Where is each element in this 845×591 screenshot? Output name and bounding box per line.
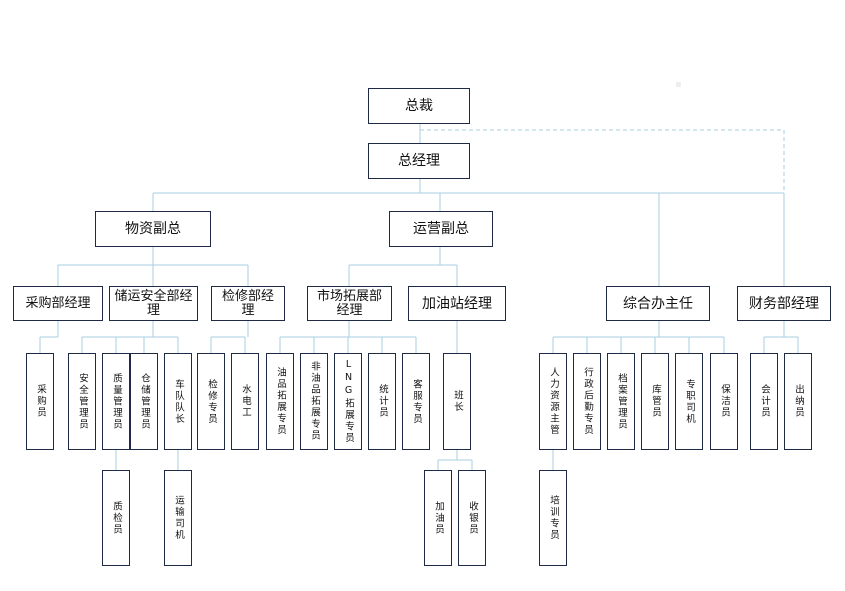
node-fueler: 加油员: [424, 470, 452, 566]
node-teller: 出纳员: [784, 353, 812, 450]
node-general-manager: 总经理: [368, 143, 470, 179]
node-driver: 专职司机: [675, 353, 703, 450]
node-electrician: 水电工: [231, 353, 259, 450]
node-accountant: 会计员: [750, 353, 778, 450]
node-station-manager: 加油站经理: [408, 286, 506, 321]
node-training-specialist: 培训专员: [539, 470, 567, 566]
node-vp-material: 物资副总: [95, 211, 211, 247]
node-transport-driver: 运输司机: [164, 470, 192, 566]
node-maintenance-specialist: 检修专员: [197, 353, 225, 450]
node-ceo: 总裁: [368, 88, 470, 124]
node-market-manager: 市场拓展部经理: [307, 286, 392, 321]
node-customer-service: 客服专员: [402, 353, 430, 450]
stray-mark: [676, 82, 681, 87]
node-hr-supervisor: 人力资源主管: [539, 353, 567, 450]
node-safety-officer: 安全管理员: [68, 353, 96, 450]
node-storekeeper: 库管员: [641, 353, 669, 450]
node-team-leader: 班长: [443, 353, 471, 450]
node-inspector: 质检员: [102, 470, 130, 566]
node-lng-expansion-specialist: LNG拓展专员: [334, 353, 362, 450]
node-admin-logistics: 行政后勤专员: [573, 353, 601, 450]
node-maintenance-manager: 检修部经理: [211, 286, 285, 321]
node-archivist: 档案管理员: [607, 353, 635, 450]
node-statistician: 统计员: [368, 353, 396, 450]
node-cleaner: 保洁员: [710, 353, 738, 450]
node-non-oil-expansion-specialist: 非油品拓展专员: [300, 353, 328, 450]
node-purchasing-manager: 采购部经理: [13, 286, 103, 321]
node-office-director: 综合办主任: [606, 286, 710, 321]
node-finance-manager: 财务部经理: [737, 286, 831, 321]
node-quality-officer: 质量管理员: [102, 353, 130, 450]
node-warehouse-officer: 仓储管理员: [130, 353, 158, 450]
node-cashier: 收银员: [458, 470, 486, 566]
node-storage-safety-manager: 储运安全部经理: [109, 286, 198, 321]
node-vp-operations: 运营副总: [389, 211, 493, 247]
node-buyer: 采购员: [26, 353, 54, 450]
node-oil-expansion-specialist: 油品拓展专员: [266, 353, 294, 450]
node-fleet-captain: 车队队长: [164, 353, 192, 450]
